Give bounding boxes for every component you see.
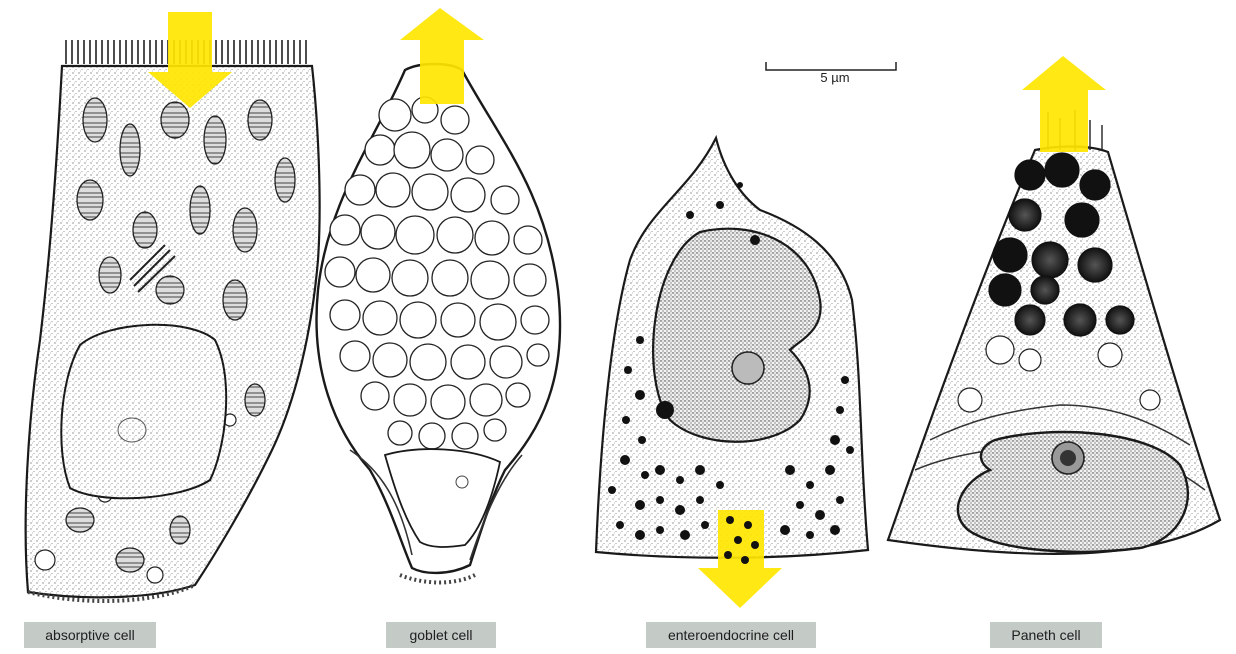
absorptive-nucleus: [61, 325, 226, 499]
enteroendocrine-nucleus: [653, 229, 821, 442]
scale-bar-label: 5 µm: [810, 70, 860, 85]
goblet-cell-label: goblet cell: [386, 622, 496, 648]
absorptive-cell-label: absorptive cell: [24, 622, 156, 648]
paneth-cell-label: Paneth cell: [990, 622, 1102, 648]
enteroendocrine-cell-label: enteroendocrine cell: [646, 622, 816, 648]
enteroendocrine-nucleolus: [732, 352, 764, 384]
